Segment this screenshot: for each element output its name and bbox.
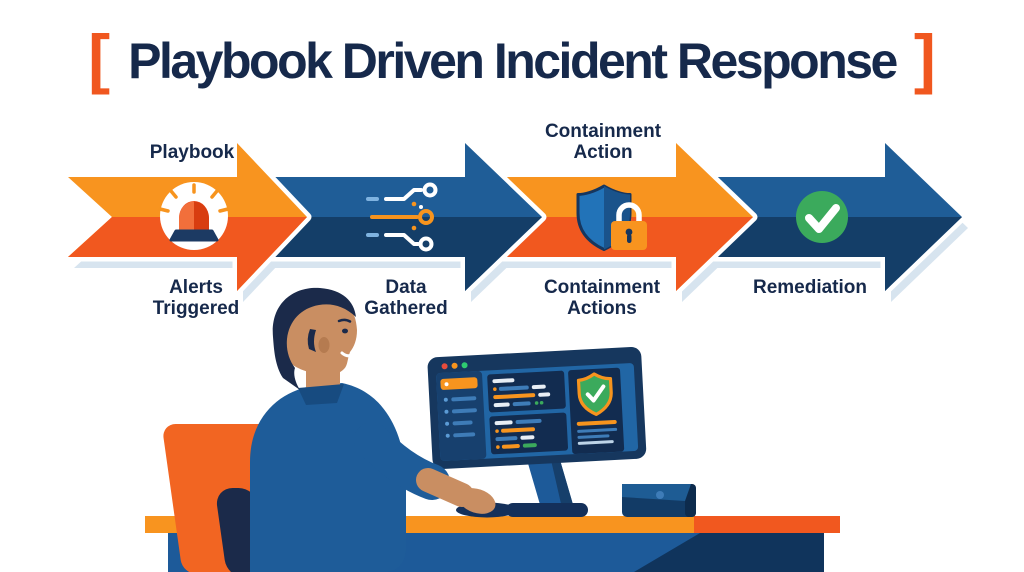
step-containment-label-above: Containment Action [544,121,662,164]
title-bracket-right: ] [913,21,936,95]
siren-alert-icon [158,182,230,250]
title: [ Playbook Driven Incident Response ] [0,21,1024,95]
screen-sidebar [436,371,487,461]
screen-panel-top [487,370,566,413]
shield-check-icon [576,372,613,417]
traffic-dots [441,362,468,370]
screen-active-item [440,377,478,390]
screen-status-panel [568,367,625,455]
title-bracket-left: [ [88,21,111,95]
check-circle-icon [796,191,848,243]
step-data-gathered-label: Data Gathered [364,277,448,320]
shield-lock-icon [576,184,647,251]
step-playbook-label-above: Playbook [149,142,235,163]
monitor [427,346,647,470]
step-alerts-triggered-label: Alerts Triggered [152,277,240,320]
page-title: Playbook Driven Incident Response [128,33,898,89]
pouch [622,484,696,517]
monitor-screen [436,363,639,461]
monitor-stand [506,460,588,517]
step-remediation-label: Remediation [752,277,868,298]
analyst-person [250,287,518,572]
screen-panel-bottom [489,412,569,455]
data-circuit-icon [366,182,438,252]
step-containment-actions-label: Containment Actions [543,277,661,320]
